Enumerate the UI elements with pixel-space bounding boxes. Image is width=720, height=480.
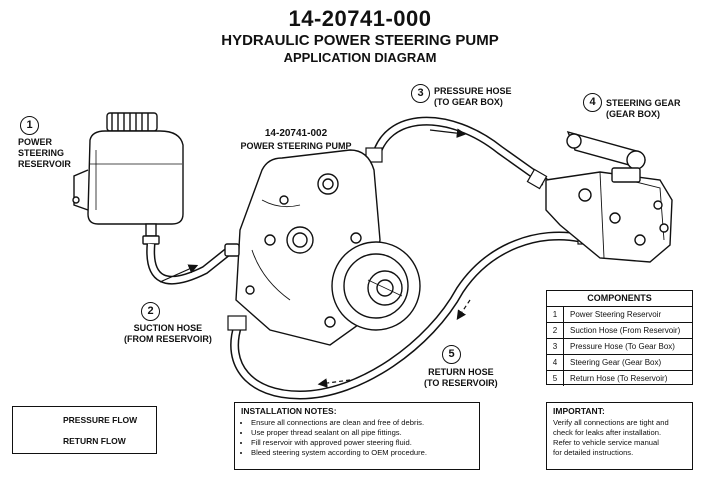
diagram-part-number: 14-20741-000 xyxy=(288,6,432,31)
important-header: IMPORTANT: xyxy=(553,406,605,416)
callout-5-label: RETURN HOSE(TO RESERVOIR) xyxy=(424,367,498,388)
suction-hose xyxy=(146,243,233,285)
list-item: Fill reservoir with approved power steer… xyxy=(251,438,473,448)
list-item: Ensure all connections are clean and fre… xyxy=(251,418,473,428)
installation-notes: INSTALLATION NOTES: Ensure all connectio… xyxy=(234,402,480,470)
important-notice: IMPORTANT: Verify all connections are ti… xyxy=(546,402,693,470)
list-item: Use proper thread sealant on all pipe fi… xyxy=(251,428,473,438)
steering-gear-drawing xyxy=(545,130,673,263)
pressure-hose xyxy=(365,116,548,190)
diagram-title: HYDRAULIC POWER STEERING PUMP xyxy=(221,32,499,49)
callout-3-number: 3 xyxy=(411,84,430,103)
list-item: Bleed steering system according to OEM p… xyxy=(251,448,473,458)
legend-pressure-label: PRESSURE FLOW xyxy=(63,415,138,425)
pump-drawing xyxy=(224,149,421,346)
notes-header: INSTALLATION NOTES: xyxy=(241,406,337,416)
callout-1-number: 1 xyxy=(20,116,39,135)
callout-4-number: 4 xyxy=(583,93,602,112)
components-header: COMPONENTS xyxy=(547,291,692,307)
important-text: Verify all connections are tight and che… xyxy=(553,418,669,457)
diagram-subtitle: APPLICATION DIAGRAM xyxy=(283,50,437,65)
callout-5-number: 5 xyxy=(442,345,461,364)
flow-legend: PRESSURE FLOW RETURN FLOW xyxy=(12,406,157,454)
callout-2-number: 2 xyxy=(141,302,160,321)
reservoir-drawing xyxy=(72,112,184,245)
legend-return-label: RETURN FLOW xyxy=(63,436,126,446)
callout-2-label: SUCTION HOSE(FROM RESERVOIR) xyxy=(124,323,212,344)
callout-4-label: STEERING GEAR(GEAR BOX) xyxy=(606,98,681,119)
callout-3-label: PRESSURE HOSE(TO GEAR BOX) xyxy=(434,86,512,107)
